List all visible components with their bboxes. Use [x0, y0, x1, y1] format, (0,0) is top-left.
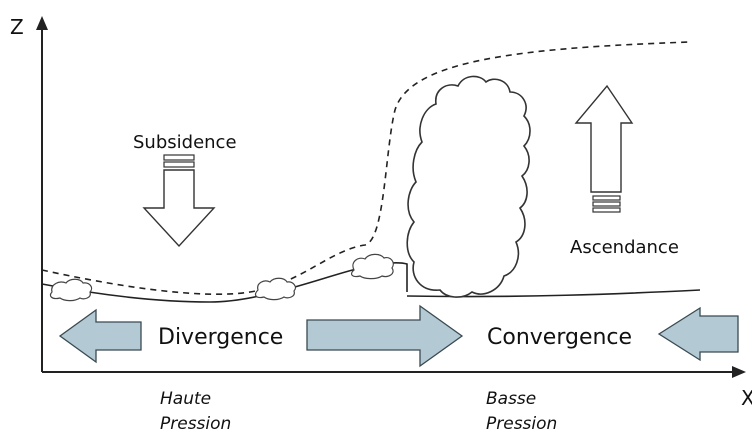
- high-pressure-label-line1: Haute: [160, 389, 211, 409]
- subsidence-arrow: [142, 154, 216, 248]
- upper-dashed-boundary: [41, 41, 691, 296]
- cumulus-cloud: [406, 75, 531, 298]
- ascendance-arrow: [574, 84, 634, 213]
- low-pressure-label-line1: Basse: [486, 389, 536, 409]
- small-cloud-middle: [254, 277, 297, 301]
- ascendance-label: Ascendance: [570, 237, 679, 258]
- ground-line: [41, 262, 408, 303]
- x-axis-label: X: [741, 386, 752, 410]
- low-pressure-label-line2: Pression: [486, 414, 557, 434]
- divergence-left-arrow: [58, 308, 142, 364]
- convergence-right-arrow: [657, 306, 739, 362]
- divergence-right-arrow: [306, 304, 464, 368]
- high-pressure-label-line2: Pression: [160, 414, 231, 434]
- z-axis-arrowhead: [36, 16, 48, 30]
- small-cloud-left: [49, 278, 93, 302]
- axes: Z X: [10, 15, 752, 410]
- z-axis-label: Z: [10, 15, 24, 39]
- small-cloud-right: [350, 253, 394, 280]
- x-axis-arrowhead: [732, 366, 746, 378]
- convergence-label: Convergence: [487, 325, 632, 350]
- divergence-label: Divergence: [158, 325, 283, 350]
- subsidence-label: Subsidence: [133, 132, 237, 153]
